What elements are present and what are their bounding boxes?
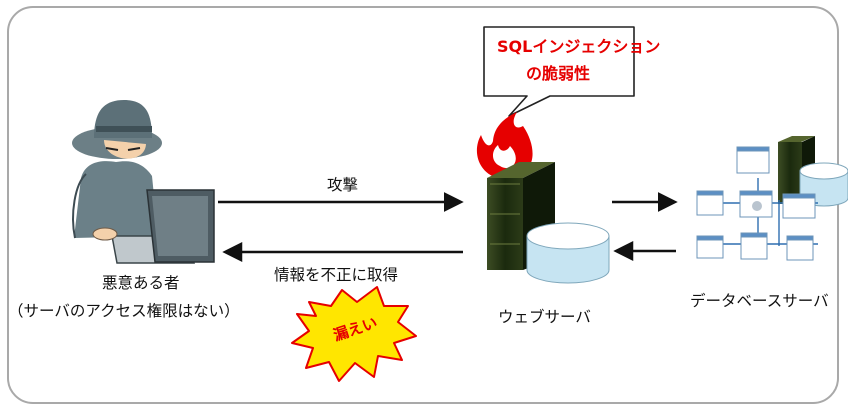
web-database-cylinder-icon xyxy=(526,222,610,284)
attacker-label: 悪意ある者 xyxy=(102,274,180,292)
attacker-icon xyxy=(72,100,215,264)
database-network-icon xyxy=(696,146,818,261)
leak-burst-icon xyxy=(291,286,417,382)
steal-label: 情報を不正に取得 xyxy=(274,266,399,284)
attacker-sublabel: （サーバのアクセス権限はない） xyxy=(8,302,240,320)
fire-icon xyxy=(476,112,533,179)
attack-label: 攻撃 xyxy=(327,176,359,194)
web-server-label: ウェブサーバ xyxy=(498,308,591,326)
callout-line2: の脆弱性 xyxy=(526,64,591,83)
vulnerability-callout xyxy=(483,26,635,117)
db-server-label: データベースサーバ xyxy=(690,292,829,310)
callout-line1: SQLインジェクション xyxy=(497,37,661,56)
